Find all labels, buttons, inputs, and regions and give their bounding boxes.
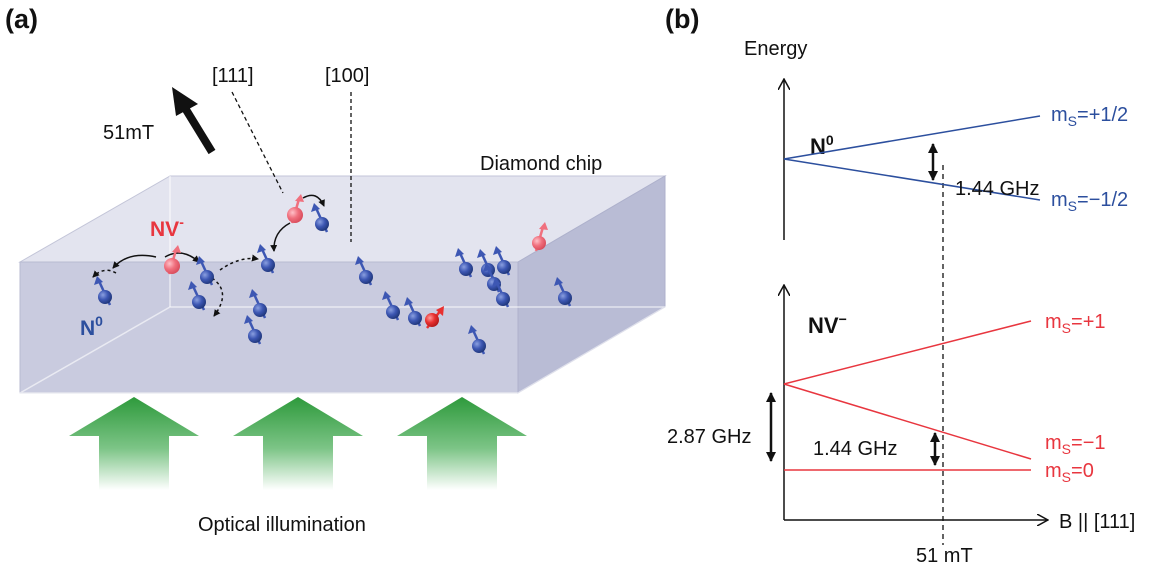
n0-spin-icon [249,289,267,319]
n0-spin-icon [244,315,262,345]
n0-spin-icon [94,276,112,306]
n0-level-up-label: mS=+1/2 [1051,104,1128,129]
charge-transfer-arrows [92,194,325,317]
n0-spin-icon [493,246,511,276]
nv-level-minus1 [783,383,1032,460]
n0-level-down [783,158,1041,201]
nv-spin-icon [287,194,304,224]
direction-111-guide [231,91,284,194]
illumination-arrow-icon [69,397,199,490]
field-axis-label: B || [111] [1059,511,1135,533]
nv-spin-icon [164,245,181,275]
nv-level-0-label: mS=0 [1045,460,1094,485]
nv-level-minus1-label: mS=−1 [1045,432,1106,457]
nv-spin-icon [532,222,548,252]
n0-spin-icon [196,256,214,286]
diamond-chip [17,175,668,394]
illumination-arrow-icon [233,397,363,490]
n0-spin-icon [404,297,422,327]
n0-spin-icon [468,325,486,355]
field-label: 51mT [103,122,154,144]
n0-spin-icon [554,277,572,307]
nv-spins [164,194,548,329]
nv-splitting-label: 1.44 GHz [813,438,897,460]
field-tick-label: 51 mT [916,545,973,567]
nv-label: NV- [150,214,184,241]
n0-label: N0 [80,313,103,340]
field-arrow-icon [172,87,216,155]
nv-level-plus1 [783,320,1032,385]
illumination-label: Optical illumination [198,514,366,536]
zfs-label: 2.87 GHz [667,426,751,448]
n0-spin-icon [455,248,473,278]
direction-100-label: [100] [325,65,369,87]
n0-level-down-label: mS=−1/2 [1051,189,1128,214]
panel-b-label: (b) [665,4,699,34]
n0-level-up [783,115,1041,160]
n0-spin-icon [311,203,329,233]
n0-levels [783,115,1041,201]
chip-label: Diamond chip [480,153,602,175]
nv-species-label: NV− [808,311,847,338]
nv-spin-icon [425,306,444,329]
n0-splitting-label: 1.44 GHz [955,178,1039,200]
n0-spin-icon [382,291,400,321]
n0-spin-icon [355,256,373,286]
illumination-arrow-icon [397,397,527,490]
n0-spin-icon [492,278,510,308]
n0-spins [94,203,572,355]
n0-species-label: N0 [810,132,834,159]
n0-spin-icon [257,244,275,274]
energy-axis-label: Energy [744,38,807,60]
n0-spin-icon [188,281,206,311]
nv-level-plus1-label: mS=+1 [1045,311,1106,336]
direction-111-label: [111] [212,65,254,87]
illumination-arrows [69,397,527,490]
panel-a-label: (a) [5,4,38,34]
nv-levels [783,320,1032,471]
